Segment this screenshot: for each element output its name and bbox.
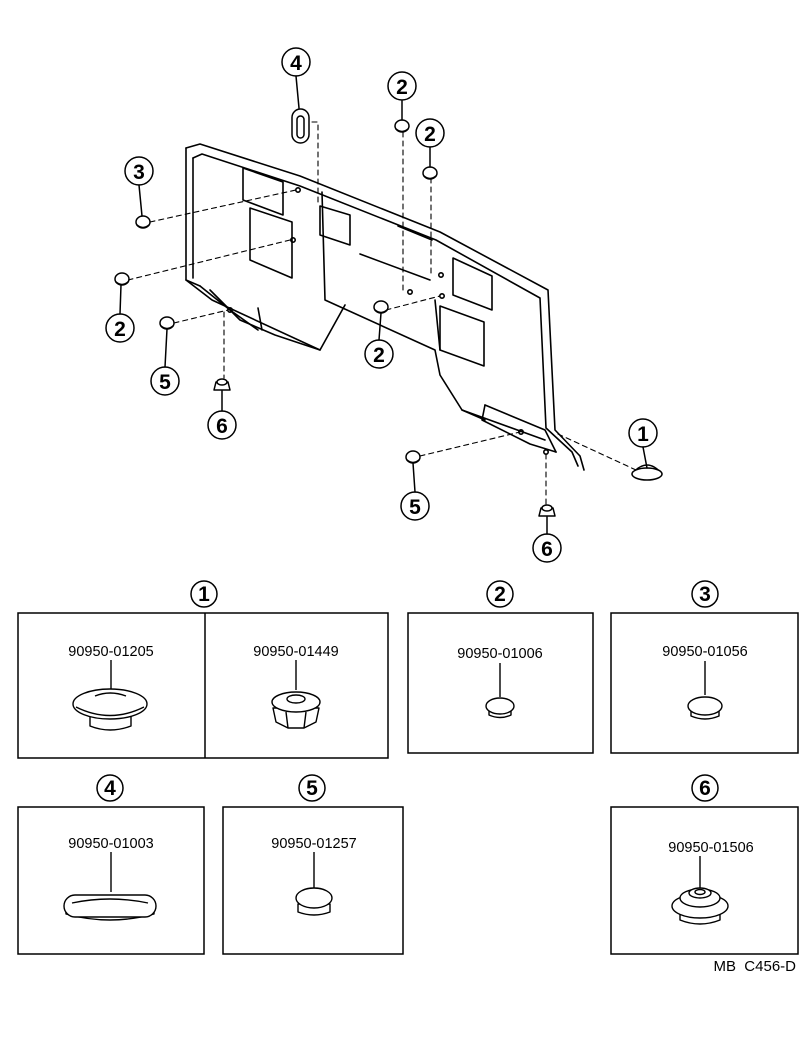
callout-1: 1 [637, 423, 649, 446]
plug-1-large [631, 464, 663, 481]
part-box-4 [17, 806, 205, 955]
plug-2-left [114, 272, 130, 286]
part-box-2 [407, 612, 594, 754]
box-label-4: 4 [104, 777, 116, 800]
part-box-1 [17, 612, 389, 759]
callout-6-b: 6 [541, 538, 553, 561]
plug-2-top-b [422, 166, 438, 180]
callout-5-a: 5 [159, 371, 171, 394]
drawing-code: MB C456-D [713, 958, 796, 975]
callout-3: 3 [133, 161, 145, 184]
callout-4: 4 [290, 52, 302, 75]
plug-illustration-2 [485, 663, 515, 719]
part-number-6: 90950-01506 [668, 840, 753, 856]
attachment-lines [127, 121, 637, 506]
plug-5-left [159, 316, 175, 330]
plug-illustration-4 [63, 852, 157, 921]
plug-illustration-6 [671, 856, 729, 925]
part-number-3: 90950-01056 [662, 644, 747, 660]
plug-illustration-1a [72, 660, 148, 731]
box-label-3: 3 [699, 583, 711, 606]
plug-illustration-1b [271, 660, 321, 729]
plug-2-right [373, 300, 389, 314]
box-label-2: 2 [494, 583, 506, 606]
plug-4-oval-top [291, 108, 310, 144]
plug-2-top-a [394, 119, 410, 133]
callout-5-b: 5 [409, 496, 421, 519]
callout-6-a: 6 [216, 415, 228, 438]
box-label-6: 6 [699, 777, 711, 800]
plug-illustration-5 [295, 852, 333, 916]
part-box-3 [610, 612, 799, 754]
part-box-5 [222, 806, 404, 955]
callout-2-d: 2 [373, 344, 385, 367]
plug-6-right [538, 504, 556, 517]
plug-3 [135, 215, 151, 229]
part-number-1a: 90950-01205 [68, 644, 153, 660]
plug-6-left [213, 378, 231, 391]
plug-illustration-3 [687, 661, 723, 720]
callout-2-a: 2 [396, 76, 408, 99]
plug-5-right [405, 450, 421, 464]
box-label-5: 5 [306, 777, 318, 800]
callout-2-c: 2 [114, 318, 126, 341]
box-label-1: 1 [198, 583, 210, 606]
part-number-5: 90950-01257 [271, 836, 356, 852]
part-box-6 [610, 806, 799, 955]
part-number-2: 90950-01006 [457, 646, 542, 662]
callout-2-b: 2 [424, 123, 436, 146]
part-number-4: 90950-01003 [68, 836, 153, 852]
part-number-1b: 90950-01449 [253, 644, 338, 660]
